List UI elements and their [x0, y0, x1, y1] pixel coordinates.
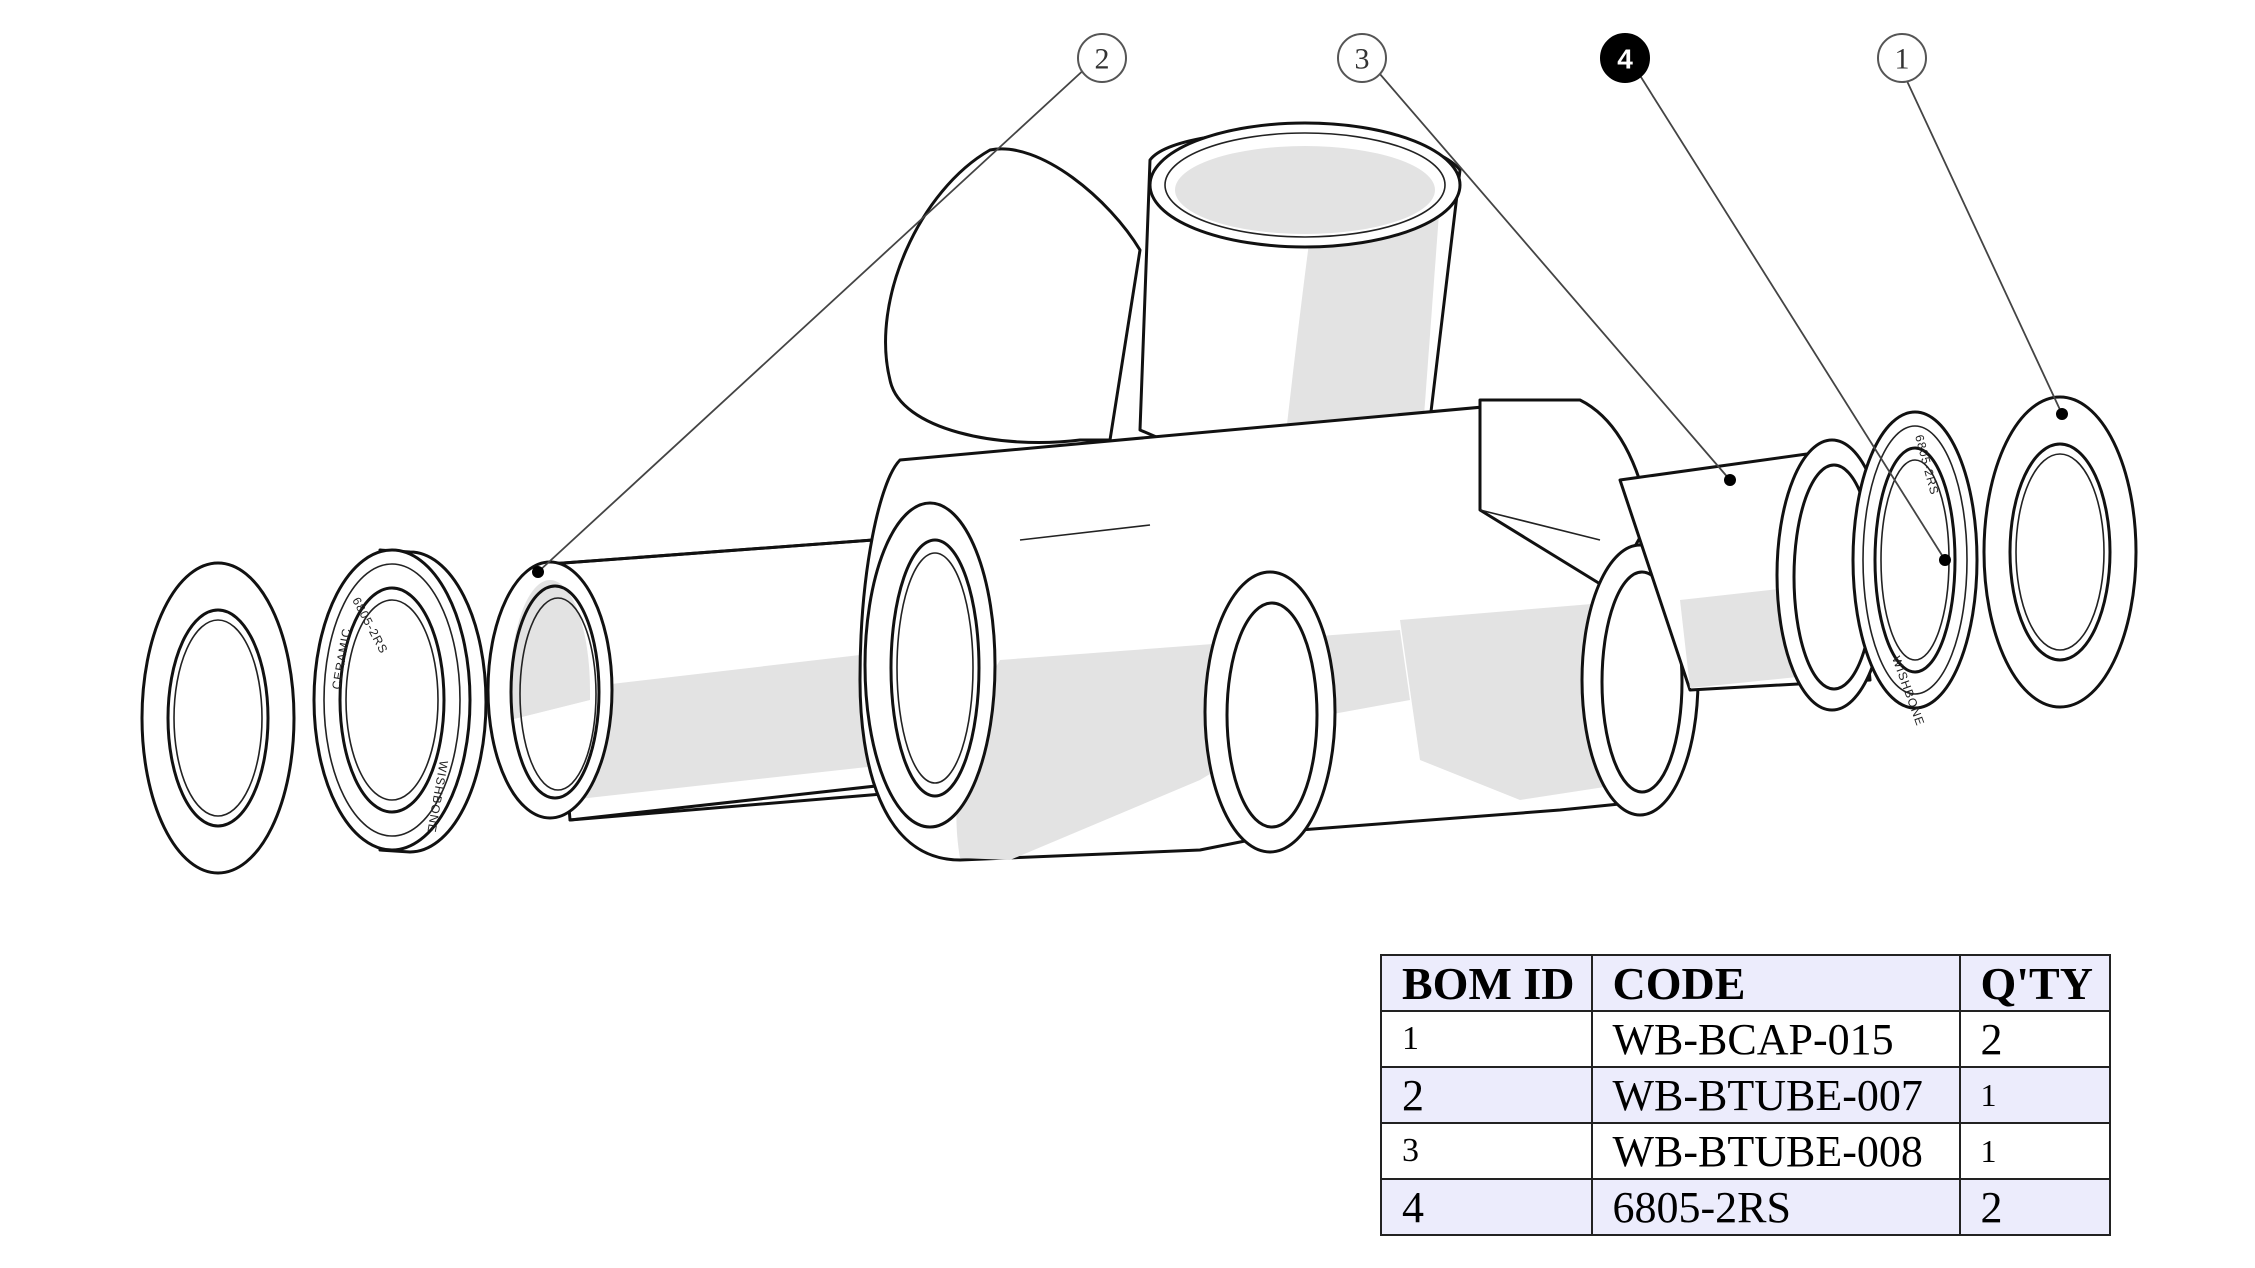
end-cap-right — [1982, 395, 2138, 709]
balloon-4-label: 4 — [1617, 44, 1633, 75]
bom-row: 2 WB-BTUBE-007 1 — [1380, 1066, 2111, 1124]
end-cap-left — [140, 561, 296, 875]
bom-cell-id: 4 — [1380, 1178, 1593, 1236]
leader-lines — [532, 65, 2068, 578]
bom-header-row: BOM ID CODE Q'TY — [1380, 954, 2111, 1012]
bom-cell-qty: 2 — [1958, 1010, 2111, 1068]
leader-1-dot — [2056, 408, 2068, 420]
leader-4 — [1633, 65, 1946, 561]
leader-1 — [1899, 65, 2063, 415]
bom-cell-id: 1 — [1380, 1010, 1593, 1068]
bearing-right: 6805-2RS WISHBONE — [1851, 410, 1979, 728]
bom-cell-qty: 1 — [1958, 1122, 2111, 1180]
bom-header-code: CODE — [1590, 954, 1961, 1012]
bom-cell-id: 3 — [1380, 1122, 1593, 1180]
balloon-1-label: 1 — [1895, 43, 1910, 76]
leader-2-dot — [532, 566, 544, 578]
bottom-tube-left — [486, 536, 932, 822]
bb-shell-body — [858, 121, 1700, 862]
balloon-4: 4 — [1600, 33, 1650, 83]
leader-3 — [1372, 65, 1731, 481]
bom-row: 3 WB-BTUBE-008 1 — [1380, 1122, 2111, 1180]
balloon-2: 2 — [1077, 33, 1127, 83]
leader-4-dot — [1939, 554, 1951, 566]
balloon-3: 3 — [1337, 33, 1387, 83]
bottom-tube-right — [1618, 438, 1889, 712]
bearing-left: CERAMIC 6805-2RS WISHBONE — [312, 548, 488, 854]
bom-cell-code: WB-BTUBE-008 — [1590, 1122, 1961, 1180]
bom-cell-qty: 1 — [1958, 1066, 2111, 1124]
bom-cell-code: WB-BTUBE-007 — [1590, 1066, 1961, 1124]
balloon-2-label: 2 — [1095, 43, 1110, 76]
leader-3-dot — [1724, 474, 1736, 486]
bom-table: BOM ID CODE Q'TY 1 WB-BCAP-015 2 2 WB-BT… — [1380, 954, 2111, 1236]
bom-cell-code: 6805-2RS — [1590, 1178, 1961, 1236]
bom-cell-id: 2 — [1380, 1066, 1593, 1124]
bom-row: 1 WB-BCAP-015 2 — [1380, 1010, 2111, 1068]
bom-cell-code: WB-BCAP-015 — [1590, 1010, 1961, 1068]
bom-header-id: BOM ID — [1380, 954, 1593, 1012]
balloon-1: 1 — [1877, 33, 1927, 83]
leader-2 — [537, 65, 1089, 573]
bom-row: 4 6805-2RS 2 — [1380, 1178, 2111, 1236]
balloon-3-label: 3 — [1355, 43, 1370, 76]
bom-header-qty: Q'TY — [1958, 954, 2111, 1012]
bom-cell-qty: 2 — [1958, 1178, 2111, 1236]
